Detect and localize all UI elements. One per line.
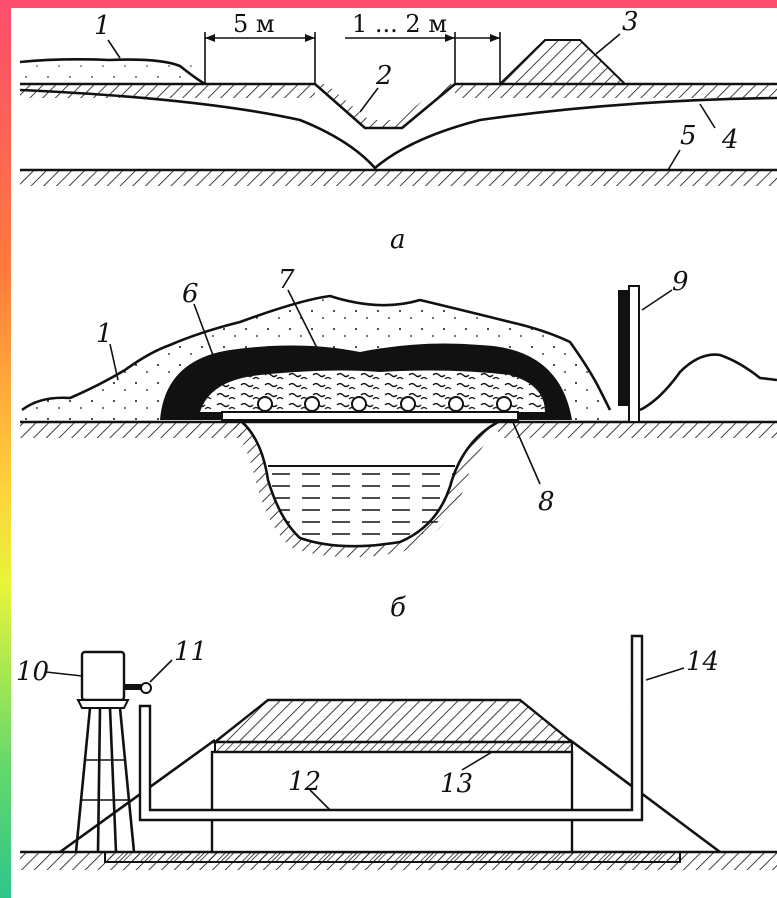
callout-1b: 1 [96,319,113,349]
callout-10: 10 [16,657,49,687]
deck-plank [221,411,519,421]
leader-3 [595,33,621,55]
callout-11: 11 [174,637,207,667]
leader-7 [287,289,319,351]
leader-12 [309,789,331,811]
roof-cover [211,698,576,744]
ground-hatch-right [455,84,777,98]
post-board [618,290,629,406]
leader-11 [149,659,173,683]
tower-legs [74,707,136,853]
leader-9 [641,289,673,311]
callout-9: 9 [672,267,689,297]
dimension-1-2m: 1 ... 2 м [345,10,501,84]
leader-1b [109,343,119,381]
snow-fill-a [20,62,200,82]
callout-14: 14 [686,647,719,677]
frost-boundary [19,88,777,170]
leader-14 [645,667,685,681]
frame-left-bar [0,0,11,898]
slope-left [59,738,216,854]
leader-5 [667,149,681,171]
pipe-u [138,634,644,822]
callout-7: 7 [278,265,295,295]
leader-8 [511,419,541,485]
ground-hatch-b-left [20,422,242,438]
dim-5m-label: 5 м [233,10,275,38]
base-slab [104,851,681,863]
callout-13: 13 [440,769,473,799]
tank-base [76,699,130,709]
panel-a: 5 м 1 ... 2 м 1 2 3 4 5 а [19,7,777,255]
leader-10 [45,671,83,677]
storage-box [210,750,574,854]
water-tank [80,650,126,702]
pipe-row [257,396,512,412]
post [628,285,640,423]
pit-hatch [228,422,508,558]
insulation-strip [214,741,573,753]
faucet [124,684,142,690]
dim-1-2m-label: 1 ... 2 м [352,10,447,38]
dimension-5m: 5 м [204,10,316,84]
callout-4: 4 [721,125,739,155]
ground-hatch-b-right [498,422,777,438]
spoil-pile [497,39,628,85]
callout-6: 6 [182,279,199,309]
snow-cover-b-right [639,353,777,412]
leader-1a [107,39,121,59]
leader-2 [359,87,379,113]
callout-12: 12 [288,767,321,797]
faucet-valve [140,682,152,694]
slope-right [569,738,721,854]
callout-5: 5 [680,121,697,151]
panel-b: 6 7 8 9 1 б [20,265,777,623]
callout-2: 2 [375,61,393,91]
leader-6 [193,303,215,359]
callout-3: 3 [622,7,639,37]
panel-c: 10 11 12 13 14 [16,634,777,870]
bedrock-hatch-a [20,170,777,186]
caption-a: а [390,225,406,255]
leader-4 [699,103,716,129]
caption-b: б [390,593,406,623]
leader-13 [461,751,493,771]
trench-hatch [315,84,455,128]
callout-1a: 1 [94,11,111,41]
callout-8: 8 [538,487,555,517]
water-body [268,466,455,547]
frame-top-bar [0,0,777,8]
